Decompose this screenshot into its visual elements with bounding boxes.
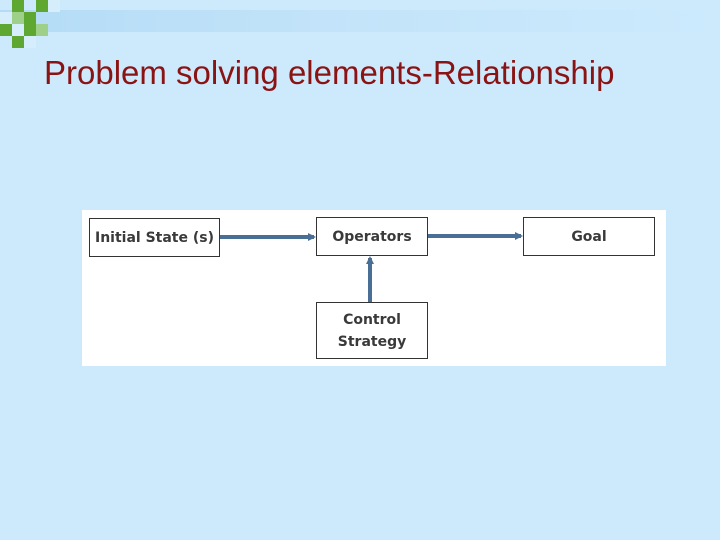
slide-title: Problem solving elements-Relationship xyxy=(44,54,615,91)
node-operators: Operators xyxy=(316,217,428,256)
node-initial-state: Initial State (s) xyxy=(89,218,220,257)
diagram-connectors xyxy=(220,232,523,302)
checker-logo-decoration xyxy=(0,0,60,48)
diagram-panel: Initial State (s) Operators Goal Control… xyxy=(82,210,666,366)
top-decorative-band xyxy=(0,10,720,32)
node-goal: Goal xyxy=(523,217,655,256)
node-control-strategy: Control Strategy xyxy=(316,302,428,359)
